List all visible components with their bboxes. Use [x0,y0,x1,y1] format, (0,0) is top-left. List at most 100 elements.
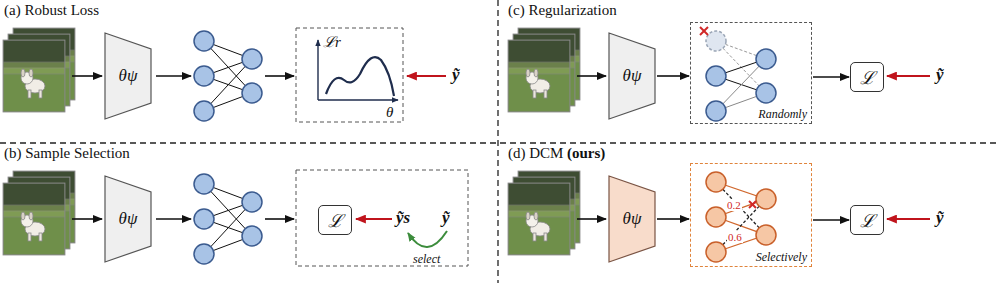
flow-arrow [813,219,849,221]
drop-mark [749,201,756,208]
dashed-frame [296,28,403,122]
panel-title: (ours) [567,145,605,161]
panel-title: (d) DCM [508,145,563,161]
axis-label: θ [386,104,393,120]
image-stack [3,183,65,255]
drop-mark [700,27,708,35]
label-holder: (a) Robust Loss [4,1,99,19]
node-text: θψ [623,209,642,229]
neuron [756,225,776,245]
select-arrow [408,231,447,247]
node-text: ℒ [860,65,875,89]
flow-arrow [72,75,102,77]
encoder-trapezoid: θψ [104,32,152,120]
encoder-trapezoid: θψ [608,32,656,120]
neuron [242,192,262,212]
network-links [716,59,766,111]
neuron [706,242,726,262]
flow-arrow [577,218,606,220]
neuron [194,66,214,86]
flow-arrow [657,75,689,77]
drop-mark [749,201,756,208]
network-frame: Selectively [690,163,812,267]
neuron [194,31,214,51]
flow-arrow [156,218,191,220]
label-arrow [407,75,446,77]
image-stack [508,40,570,112]
flow-arrow [72,218,102,220]
label-arrow [356,218,392,220]
panel-divider [0,142,996,143]
network-links [716,182,766,235]
neuron [194,101,214,121]
node-text: Randomly [758,107,807,121]
network-links [716,199,766,252]
noisy-label: ỹ [936,65,944,84]
trapezoid-outline [105,176,151,262]
encoder-trapezoid: θψ [104,175,152,263]
label-arrow [887,218,930,220]
neuron [706,207,726,227]
flow-arrow [72,76,606,219]
image-stack [508,183,570,255]
noisy-label: ỹ [936,208,944,227]
neuron [706,101,726,121]
flow-arrow [657,218,689,220]
neuron [194,244,214,264]
label-holder: ỹs [396,208,410,228]
loss-curve [326,57,394,96]
neuron [194,31,262,121]
weight-value: 0.2 [726,199,742,211]
flow-arrow [156,75,191,77]
neuron [756,189,776,209]
dashed-frame [296,170,468,266]
drop-mark [700,27,708,35]
flow-arrow [813,76,849,78]
axis-label: ℒr [323,34,341,50]
label-holder: ỹ [936,208,944,228]
flow-arrow [265,75,294,77]
loss-box: ℒ [850,62,884,92]
node-text: θψ [119,209,138,229]
neuron [706,66,726,86]
noisy-label: ỹ [442,208,450,227]
trapezoid-outline [105,33,151,119]
loss-box: ℒ [850,205,884,235]
label-arrow [887,75,930,77]
drop-mark [700,27,708,35]
label-holder: select [413,249,440,267]
neuron [242,83,262,103]
flow-arrow [265,218,294,220]
label-holder: θ [386,103,393,121]
neuron [242,226,262,246]
encoder-trapezoid: θψ [608,175,656,263]
weight-value: 0.6 [727,231,743,243]
image-stack [3,40,65,112]
label-holder: ỹ [452,65,460,85]
neuron [194,174,214,194]
node-text: Selectively [756,250,807,264]
node-text: θψ [623,66,642,86]
node-text: ℒ [328,208,343,232]
label-holder: (ours) [567,144,605,162]
neuron [194,174,262,264]
panel-title: (c) Regularization [508,2,617,18]
label-holder: (c) Regularization [508,1,617,19]
panel-title: (a) Robust Loss [4,2,99,18]
label-holder: (d) DCM [508,144,563,162]
plot-axis [318,99,398,100]
select-label: select [413,252,440,266]
label-holder: (b) Sample Selection [4,144,130,162]
node-text: θψ [119,66,138,86]
image-stack [3,40,65,112]
image-stack [3,28,580,255]
drop-mark [749,201,756,208]
trapezoid-outline [609,176,655,262]
panel-title: (b) Sample Selection [4,145,130,161]
network-frame: Randomly [690,22,812,124]
plot-axis [317,40,318,100]
label-holder: ℒr [323,33,341,51]
noisy-label: ỹs [396,208,410,227]
image-stack [508,40,570,112]
